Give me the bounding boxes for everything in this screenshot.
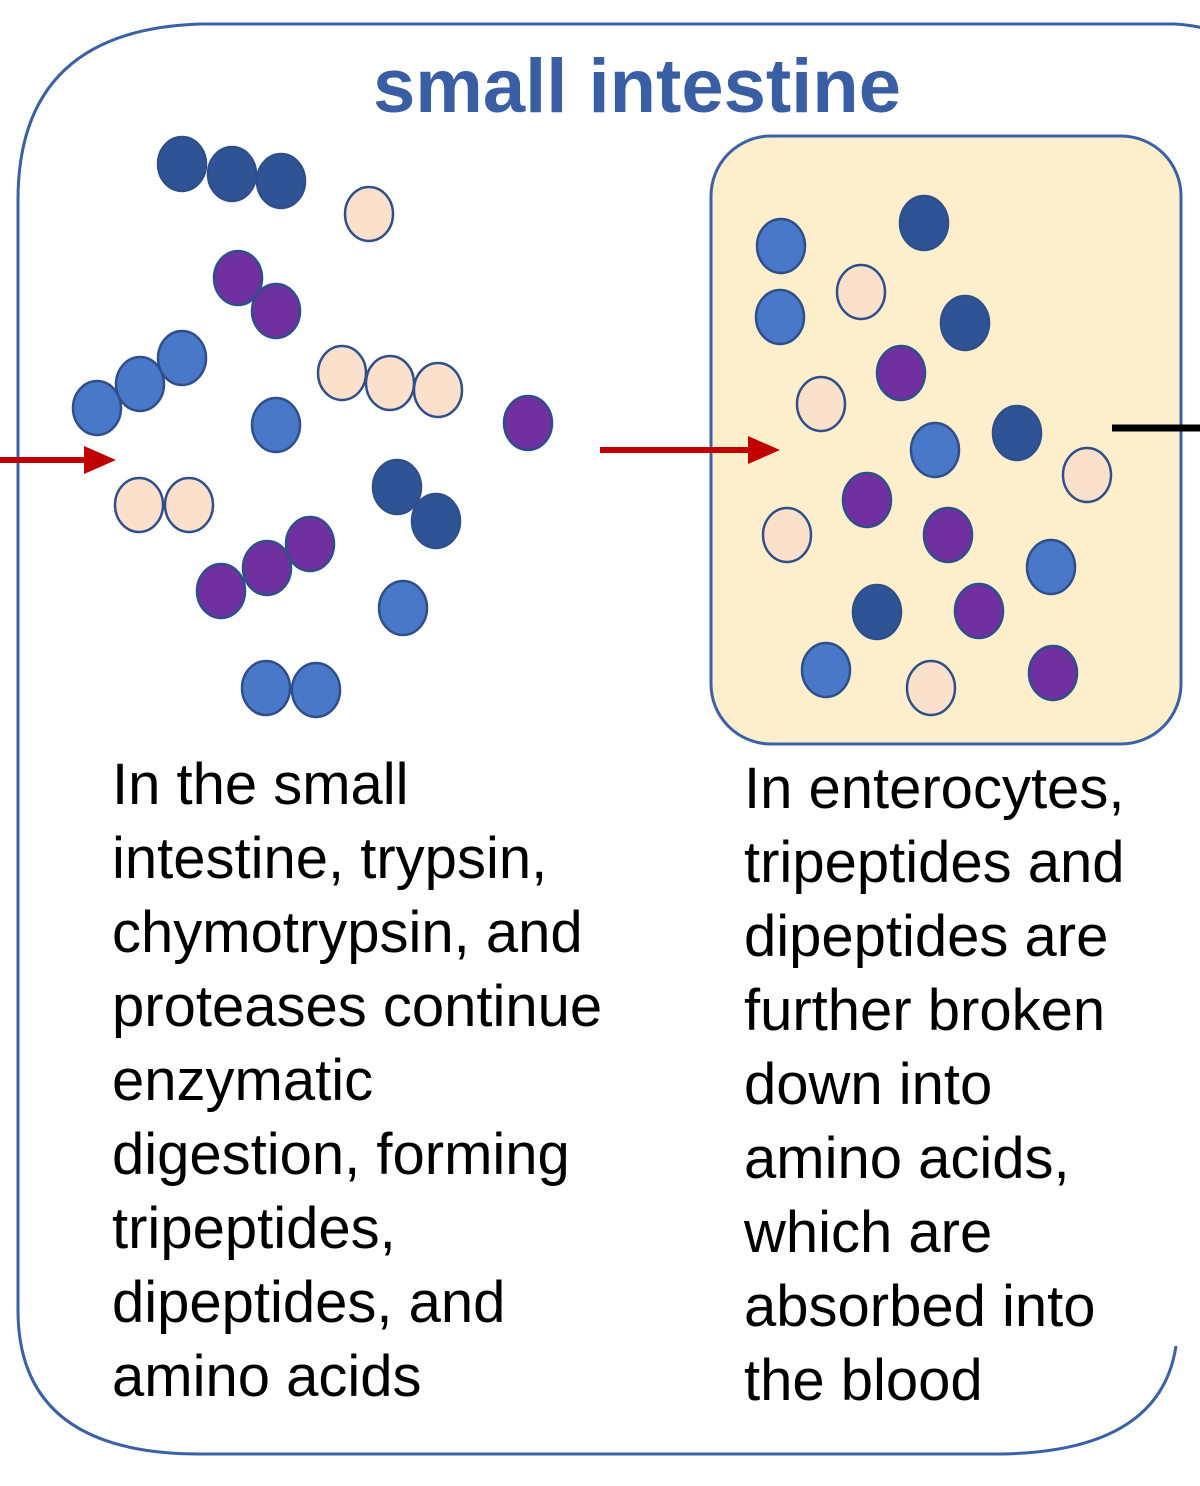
caption-line: absorbed into — [744, 1274, 1096, 1339]
amino-acid-bead — [1025, 538, 1077, 596]
caption-line: tripeptides and — [744, 830, 1125, 895]
caption-line: enzymatic — [112, 1048, 374, 1113]
tripeptide — [71, 329, 208, 437]
dipeptide — [212, 249, 302, 340]
amino-acid-bead — [343, 185, 395, 243]
amino-acid-bead — [898, 194, 950, 252]
absorption-arrow — [600, 436, 780, 464]
amino-acid-bead — [284, 515, 336, 573]
amino-acid-bead — [875, 344, 927, 402]
intestine-caption: In the small intestine, trypsin, chymotr… — [112, 748, 602, 1414]
caption-line: intestine, trypsin, — [112, 826, 548, 891]
amino-acid-bead — [371, 458, 423, 516]
amino-acid — [250, 396, 302, 454]
amino-acid-bead — [114, 355, 166, 413]
amino-acid-bead — [761, 506, 813, 564]
amino-acid-bead — [795, 375, 847, 433]
caption-line: chymotrypsin, and — [112, 900, 583, 965]
amino-acid-bead — [991, 404, 1043, 462]
caption-line: down into — [744, 1052, 993, 1117]
entry-arrow — [0, 446, 116, 474]
caption-line: dipeptides, and — [112, 1270, 506, 1335]
dipeptide — [113, 476, 215, 534]
amino-acid-bead — [240, 659, 292, 717]
dipeptide — [371, 458, 462, 550]
tripeptide — [156, 135, 307, 210]
amino-acid-bead — [835, 263, 887, 321]
amino-acid-bead — [250, 282, 302, 340]
caption-line: amino acids, — [744, 1126, 1070, 1191]
enterocyte-caption: In enterocytes, tripeptides and dipeptid… — [744, 752, 1124, 1418]
tripeptide — [316, 344, 464, 419]
amino-acid-bead — [163, 476, 215, 534]
amino-acid-bead — [502, 394, 554, 452]
amino-acid-bead — [156, 135, 208, 193]
caption-line: further broken — [744, 978, 1106, 1043]
diagram-title: small intestine — [373, 44, 901, 129]
enterocyte-amino-acids — [754, 194, 1113, 717]
amino-acid-bead — [755, 217, 807, 275]
amino-acid-bead — [241, 539, 293, 597]
caption-line: the blood — [744, 1348, 983, 1413]
amino-acid-bead — [905, 659, 957, 717]
amino-acid-bead — [939, 294, 991, 352]
caption-line: which are — [744, 1200, 993, 1265]
amino-acid-bead — [1027, 644, 1079, 702]
amino-acid-bead — [364, 354, 416, 412]
amino-acid-bead — [841, 471, 893, 529]
dipeptide — [240, 659, 342, 719]
amino-acid-bead — [195, 562, 247, 620]
amino-acid — [502, 394, 554, 452]
amino-acid-bead — [922, 506, 974, 564]
caption-line: In enterocytes, — [744, 756, 1125, 821]
amino-acid-bead — [800, 641, 852, 699]
amino-acid-bead — [1061, 446, 1113, 504]
amino-acid-bead — [377, 579, 429, 637]
caption-line: proteases continue — [112, 974, 603, 1039]
amino-acid-bead — [156, 329, 208, 387]
amino-acid-bead — [113, 476, 165, 534]
amino-acid-bead — [250, 396, 302, 454]
amino-acid-bead — [316, 344, 368, 402]
caption-line: digestion, forming — [112, 1122, 570, 1187]
amino-acid-bead — [71, 379, 123, 437]
caption-line: dipeptides are — [744, 904, 1109, 969]
amino-acid-bead — [255, 152, 307, 210]
amino-acid — [377, 579, 429, 637]
caption-line: In the small — [112, 752, 409, 817]
caption-line: amino acids — [112, 1344, 422, 1409]
amino-acid-bead — [851, 583, 903, 641]
amino-acid-bead — [953, 582, 1005, 640]
amino-acid-bead — [410, 492, 462, 550]
amino-acid-bead — [206, 145, 258, 203]
amino-acid-bead — [290, 661, 342, 719]
amino-acid-bead — [754, 288, 806, 346]
tripeptide — [195, 515, 336, 620]
amino-acid — [343, 185, 395, 243]
caption-line: tripeptides, — [112, 1196, 396, 1261]
peptide-field — [71, 135, 554, 719]
amino-acid-bead — [212, 249, 264, 307]
amino-acid-bead — [412, 361, 464, 419]
amino-acid-bead — [909, 421, 961, 479]
small-intestine-compartment — [16, 22, 1200, 1456]
